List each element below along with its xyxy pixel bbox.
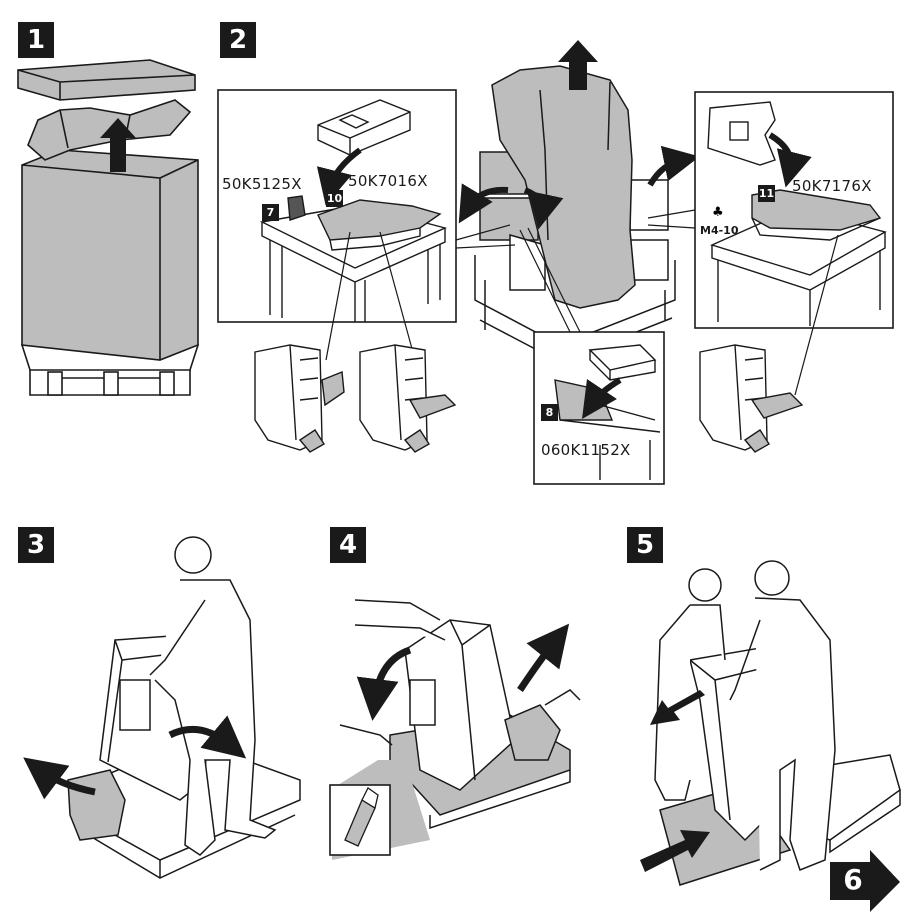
bag-up-arrow-icon: [558, 40, 598, 90]
step-6-number: 6: [843, 863, 863, 896]
part-11-code: 50K7176X: [792, 177, 872, 195]
lift-arrow-icon: [100, 118, 136, 172]
step-3-number: 3: [18, 527, 54, 563]
curve-arrow-icon: [356, 646, 412, 721]
step-2-number: 2: [220, 22, 256, 58]
part-11-badge: 11: [758, 185, 775, 202]
inset-right-table: [707, 101, 887, 326]
step-5-number: 5: [627, 527, 663, 563]
step-4-number: 4: [330, 527, 366, 563]
part-10-code: 50K7016X: [348, 172, 428, 190]
inset-left-table: [259, 99, 448, 322]
curve-arrow-icon: [168, 715, 247, 759]
next-step-arrow-icon: [830, 850, 900, 912]
part-8-code: 060K1152X: [541, 441, 631, 459]
curve-arrow-icon: [523, 187, 564, 230]
cutter-inset: [329, 760, 430, 860]
panel-1-illustration: [17, 59, 200, 396]
screw-icon: ♣: [712, 205, 724, 220]
finisher-unit: [699, 344, 804, 453]
curve-arrow-icon: [517, 623, 570, 692]
panel-2-machine: [474, 65, 676, 365]
curve-arrow-icon: [316, 147, 362, 206]
part-10-badge: 10: [326, 190, 343, 207]
curve-arrow-icon: [23, 757, 96, 800]
part-8-badge: 8: [541, 404, 558, 421]
step-1-number: 1: [18, 22, 54, 58]
curve-arrow-icon: [768, 132, 812, 188]
curve-arrow-icon: [458, 183, 509, 224]
panel-4-illustration: [339, 599, 581, 830]
curve-arrow-icon: [647, 145, 700, 187]
push-arrow-icon: [640, 830, 710, 872]
finisher-unit: [359, 344, 457, 453]
screw-size: M4-10: [700, 224, 739, 237]
push-arrow-icon: [650, 690, 705, 725]
part-7-code: 50K5125X: [222, 175, 302, 193]
finisher-unit: [254, 344, 345, 453]
curve-arrow-icon: [582, 377, 622, 419]
part-7-badge: 7: [262, 204, 279, 221]
panel-5-illustration: [654, 560, 901, 886]
panel-3-illustration: [67, 536, 301, 879]
